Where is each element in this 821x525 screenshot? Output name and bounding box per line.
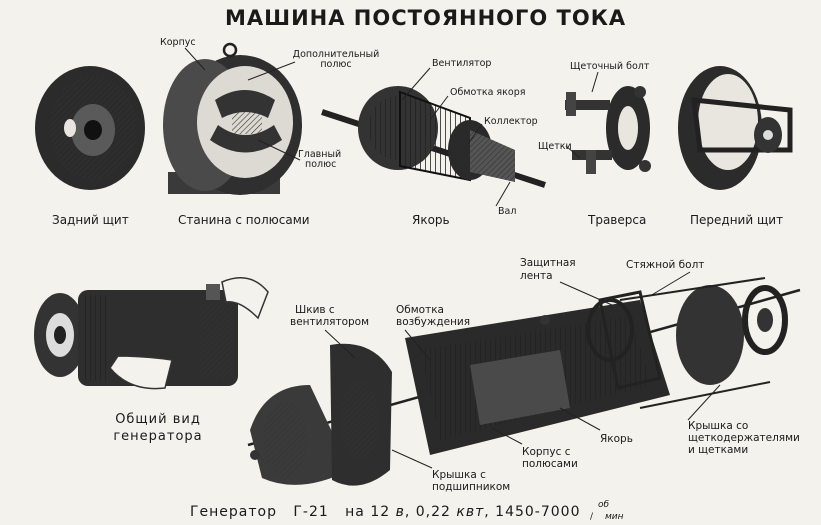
footer-model: Г-21 (293, 504, 329, 520)
collector-label: Коллектор (484, 116, 538, 127)
tie-bolt-label: Стяжной болт (626, 259, 705, 271)
footer-generator: Генератор (190, 504, 277, 520)
body-poles-label-1: Корпус с (522, 446, 571, 458)
footer-speed: , 1450-7000 (484, 504, 581, 520)
cover-bearing-label-1: Крышка с (432, 469, 486, 481)
rear-shield-caption: Задний щит (52, 213, 129, 227)
shaft-label: Вал (498, 206, 517, 217)
footer-power-unit: квт (456, 504, 485, 520)
housing-label: Корпус (160, 37, 196, 48)
poster-title: МАШИНА ПОСТОЯННОГО ТОКА (225, 6, 627, 30)
cover-brush-label-3: и щетками (688, 444, 749, 456)
general-view-label-1: Общий вид (115, 412, 201, 427)
main-pole-label-1: Главный (298, 149, 342, 160)
armature-caption: Якорь (412, 213, 450, 227)
traverse-caption: Траверса (588, 213, 647, 227)
speed-unit-bottom: мин (605, 512, 624, 522)
generator-general-view-drawing (34, 277, 269, 390)
cover-bearing-label-2: подшипником (432, 481, 511, 493)
field-winding-label-1: Обмотка (396, 304, 444, 316)
footer-line: Генератор Г-21 на 12 в, 0,22 квт, 1450-7… (190, 505, 580, 519)
front-shield-drawing (678, 66, 793, 190)
bottom-armature-label: Якорь (600, 433, 633, 445)
armature-drawing (321, 86, 546, 188)
main-pole-label-2: полюс (305, 159, 337, 170)
footer-voltage-unit: в (395, 504, 405, 520)
protective-band-label-1: Защитная (520, 257, 576, 269)
front-shield-caption: Передний щит (690, 213, 784, 227)
protective-band-label-2: лента (520, 270, 553, 282)
footer-voltage: 12 (370, 504, 391, 520)
pulley-label-1: Шкив с (295, 304, 335, 316)
field-winding-label-2: возбуждения (396, 316, 471, 328)
frame-caption: Станина с полюсами (178, 213, 310, 227)
footer-on: на (345, 504, 365, 520)
leader-lines (184, 47, 721, 469)
pulley-label-2: вентилятором (290, 316, 370, 328)
speed-unit-slash: / (590, 512, 594, 522)
exploded-generator-drawing (247, 277, 801, 486)
general-view-label-2: генератора (113, 429, 203, 444)
brush-bolt-label: Щеточный болт (570, 61, 650, 72)
speed-unit-top: об (598, 500, 610, 510)
body-poles-label-2: полюсами (522, 458, 578, 470)
armature-winding-label: Обмотка якоря (450, 87, 526, 98)
brushes-label: Щетки (538, 141, 572, 152)
frame-drawing (163, 42, 302, 195)
rear-shield-drawing (35, 66, 145, 190)
aux-pole-label-1: Дополнительный (292, 49, 380, 60)
cover-brush-label-1: Крышка со (688, 420, 749, 432)
aux-pole-label-2: полюс (320, 59, 352, 70)
fan-label: Вентилятор (432, 58, 492, 69)
traverse-drawing (565, 86, 651, 174)
cover-brush-label-2: щеткодержателями (688, 432, 800, 444)
footer-power: , 0,22 (404, 504, 451, 520)
